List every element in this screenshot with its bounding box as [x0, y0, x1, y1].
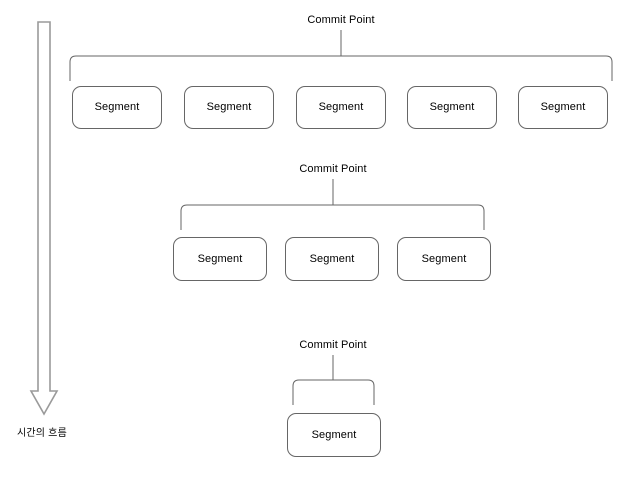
segment-box-2-1[interactable]: Segment	[173, 237, 267, 281]
segment-label: Segment	[421, 252, 467, 265]
segment-label: Segment	[429, 101, 475, 113]
segment-box-2-3[interactable]: Segment	[397, 237, 491, 281]
group-bracket-2	[180, 204, 485, 230]
segment-label: Segment	[206, 101, 252, 113]
segment-box-1-4[interactable]: Segment	[407, 86, 497, 129]
segment-box-1-1[interactable]: Segment	[72, 86, 162, 129]
segment-box-1-5[interactable]: Segment	[518, 86, 608, 129]
time-flow-label: 시간의 흐름	[17, 428, 67, 439]
commit-point-label-3: Commit Point	[299, 339, 367, 351]
group-bracket-3	[292, 379, 375, 405]
time-flow-arrow-icon	[29, 21, 59, 416]
commit-point-label-1: Commit Point	[307, 14, 375, 26]
segment-box-3-1[interactable]: Segment	[287, 413, 381, 457]
segment-box-1-2[interactable]: Segment	[184, 86, 274, 129]
segment-label: Segment	[540, 101, 586, 113]
segment-label: Segment	[94, 101, 140, 113]
segment-label: Segment	[318, 101, 364, 113]
segment-label: Segment	[197, 252, 243, 265]
segment-label: Segment	[309, 252, 355, 265]
group-bracket-1	[69, 55, 613, 81]
segment-label: Segment	[311, 428, 357, 441]
segment-box-1-3[interactable]: Segment	[296, 86, 386, 129]
segment-box-2-2[interactable]: Segment	[285, 237, 379, 281]
commit-point-label-2: Commit Point	[299, 163, 367, 175]
